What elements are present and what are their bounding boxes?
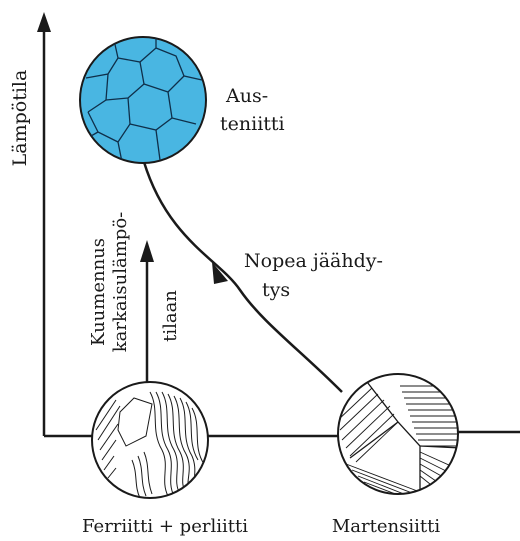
quench-label-line1: Nopea jäähdy-	[244, 250, 383, 272]
ferrite-pearlite-label: Ferriitti + perliitti	[82, 516, 248, 537]
heating-label-line2: karkaisulämpö-	[110, 212, 131, 352]
austenite-microstructure	[80, 37, 206, 163]
heating-label-line3: tilaan	[160, 290, 181, 342]
austenite-label-line2: teniitti	[220, 113, 285, 135]
y-axis-label: Lämpötila	[9, 70, 31, 167]
heating-label-line1: Kuumennus	[88, 238, 109, 346]
austenite-label-line1: Aus-	[225, 85, 268, 107]
quench-label-line2: tys	[262, 279, 290, 301]
quench-curve	[144, 162, 342, 392]
martensite-microstructure	[338, 374, 462, 498]
temperature-axis	[37, 12, 92, 436]
martensite-label: Martensiitti	[332, 516, 440, 537]
ferrite-pearlite-microstructure	[92, 382, 208, 498]
heating-arrow	[140, 240, 154, 382]
